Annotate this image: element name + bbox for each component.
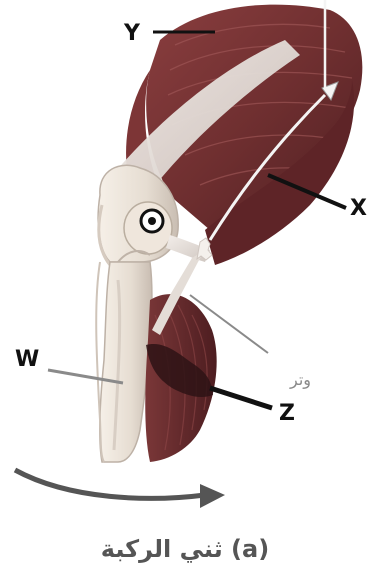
label-x: X — [350, 196, 367, 221]
flexion-arrow — [15, 470, 225, 508]
label-w: W — [15, 347, 39, 372]
label-y: Y — [123, 21, 141, 46]
z-pointer-line — [210, 388, 272, 408]
label-tendon: وتر — [289, 370, 311, 390]
caption: (a) ثني الركبة — [101, 535, 269, 563]
calf-muscle — [145, 294, 216, 462]
label-z: Z — [279, 401, 295, 426]
lower-leg-bone — [96, 262, 152, 462]
